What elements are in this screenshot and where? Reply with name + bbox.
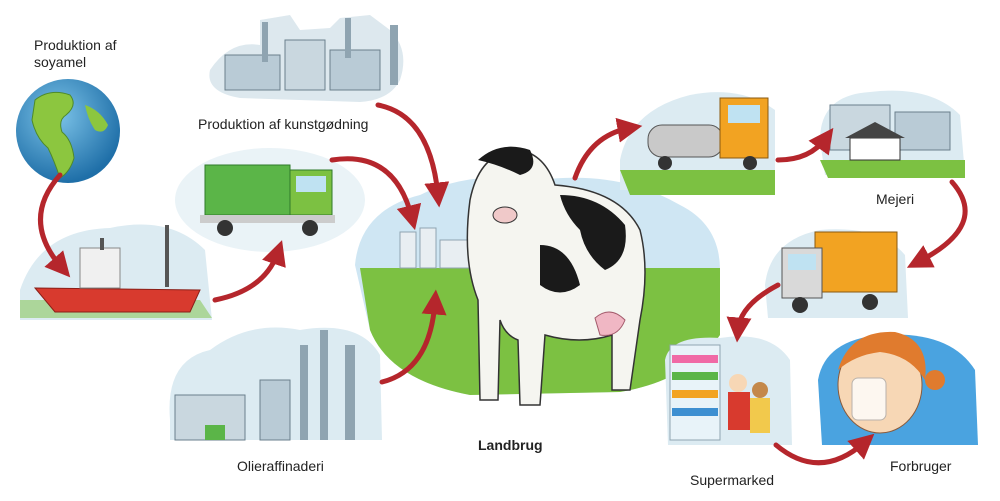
supermarket-illustration [665, 336, 792, 445]
label-soy-production: Produktion af soyamel [34, 37, 117, 71]
arrow-globe-to-ship [38, 172, 71, 278]
arrow-truck-to-supermarket [726, 282, 781, 343]
dairy-plant-illustration [820, 90, 965, 178]
arrow-refinery-to-farm [379, 289, 447, 385]
arrow-ship-to-truck [212, 240, 286, 303]
green-truck-illustration [175, 148, 365, 252]
oil-refinery-illustration [169, 327, 382, 441]
orange-truck-illustration [765, 229, 908, 318]
arrow-truck-to-farm [329, 156, 422, 231]
label-dairy: Mejeri [876, 191, 915, 207]
cow-illustration [466, 146, 646, 406]
cargo-ship-illustration [20, 224, 212, 320]
label-consumer: Forbruger [890, 458, 952, 474]
label-farm: Landbrug [478, 437, 543, 453]
globe-illustration [16, 79, 120, 183]
arrow-factory-to-farm [375, 102, 450, 208]
label-soy-line2: soyamel [34, 54, 87, 70]
label-supermarket: Supermarked [690, 472, 775, 488]
consumer-illustration [818, 331, 978, 445]
arrow-farm-to-tanker [572, 117, 643, 181]
arrow-dairy-to-truck [906, 179, 968, 268]
label-refinery: Olieraffinaderi [237, 458, 324, 474]
milk-tanker-illustration [620, 92, 775, 195]
fertilizer-factory-illustration [209, 15, 404, 102]
arrow-supermarket-to-consumer [773, 433, 875, 466]
flow-arrows [38, 102, 968, 466]
label-fertilizer-production: Produktion af kunstgødning [198, 116, 369, 132]
arrow-tanker-to-dairy [775, 127, 834, 163]
label-soy-line1: Produktion af [34, 37, 117, 53]
